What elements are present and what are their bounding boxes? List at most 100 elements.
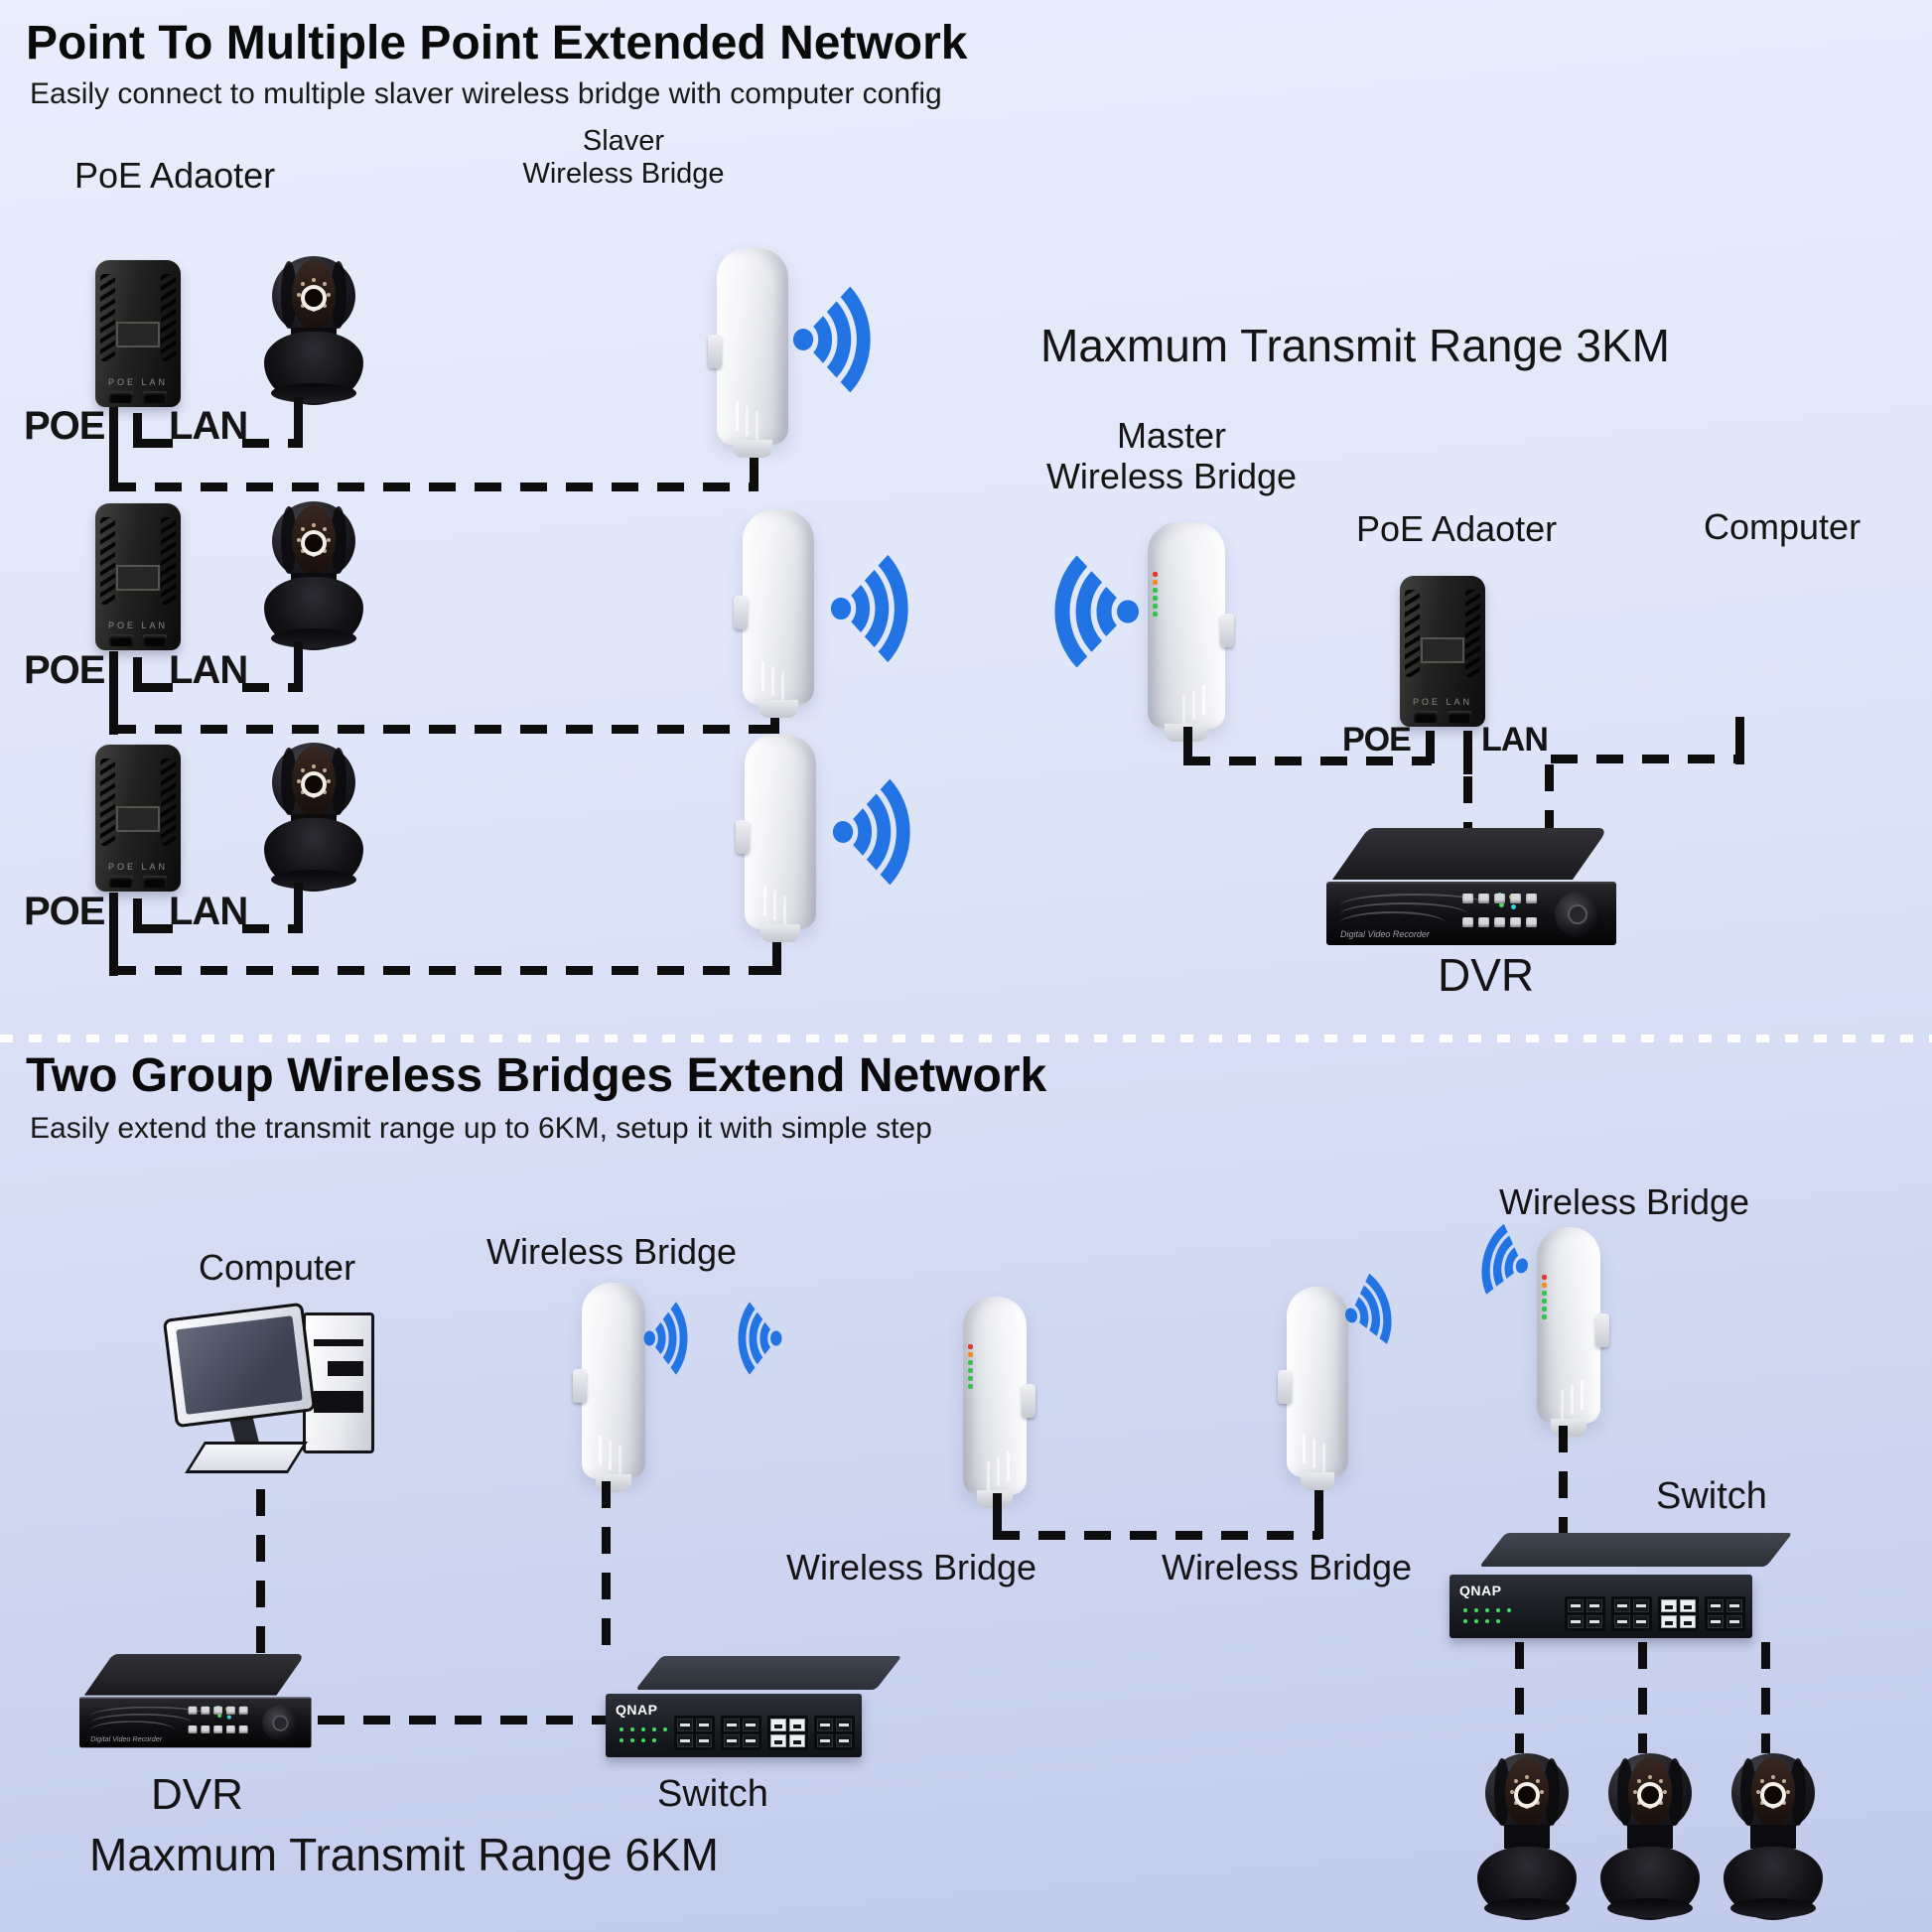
dashed-line xyxy=(1183,757,1432,765)
connector-line xyxy=(1463,731,1472,774)
adapter-label-plate xyxy=(116,322,160,347)
dashed-line xyxy=(1559,1426,1568,1535)
ip-camera-device xyxy=(264,501,363,650)
slaver-wireless-bridge-device xyxy=(734,510,814,718)
dashed-line xyxy=(256,1489,265,1668)
wifi-signal-icon xyxy=(1345,1273,1392,1344)
pc-monitor xyxy=(162,1302,317,1429)
label-poe-row2: POE xyxy=(24,648,105,692)
label-lan-row1: LAN xyxy=(169,404,248,448)
wifi-signal-icon xyxy=(792,286,871,393)
dashed-line xyxy=(318,1716,606,1725)
adapter-port-text: POE LAN xyxy=(107,377,168,387)
dashed-line xyxy=(993,1531,1320,1540)
connector-line xyxy=(750,443,759,491)
section1-subtitle: Easily connect to multiple slaver wirele… xyxy=(30,77,942,110)
dashed-line xyxy=(1761,1642,1770,1753)
label-master-line2: Wireless Bridge xyxy=(1045,456,1298,497)
camera-head xyxy=(272,256,355,336)
label-slaver-wireless-bridge: Slaver Wireless Bridge xyxy=(465,125,782,192)
ip-camera-device xyxy=(264,743,363,892)
label-poe-row1: POE xyxy=(24,404,105,448)
poe-adapter-device: POE LAN xyxy=(95,745,181,892)
wireless-bridge-device xyxy=(963,1297,1027,1495)
connector-line xyxy=(294,883,303,933)
dashed-line xyxy=(109,966,780,975)
connector-line xyxy=(133,924,173,933)
adapter-ports xyxy=(95,391,181,403)
label-lan-row2: LAN xyxy=(169,648,248,692)
label-wireless-bridge-1: Wireless Bridge xyxy=(486,1231,738,1272)
ip-camera-device xyxy=(1600,1753,1700,1920)
label-dvr-top: DVR xyxy=(1438,949,1535,1001)
label-wireless-bridge-3: Wireless Bridge xyxy=(1162,1547,1413,1587)
dvr-device: Digital Video Recorder xyxy=(1326,828,1616,945)
label-wireless-bridge-2: Wireless Bridge xyxy=(786,1547,1037,1587)
connector-line xyxy=(1735,717,1744,764)
label-poe-right: POE xyxy=(1342,721,1412,759)
label-master-wireless-bridge: Master Wireless Bridge xyxy=(1013,415,1330,497)
connector-line xyxy=(109,407,118,490)
connector-line xyxy=(133,683,173,692)
pc-tower xyxy=(303,1312,374,1453)
dashed-line xyxy=(1551,755,1739,763)
label-lan-row3: LAN xyxy=(169,890,248,933)
dashed-line xyxy=(1638,1642,1647,1753)
switch-device: QNAP xyxy=(1449,1533,1793,1638)
dashed-line xyxy=(242,439,294,448)
label-master-line1: Master xyxy=(1116,415,1227,456)
section2-title: Two Group Wireless Bridges Extend Networ… xyxy=(26,1049,1047,1102)
ip-camera-device xyxy=(1477,1753,1577,1920)
dvr-device: Digital Video Recorder xyxy=(79,1654,312,1748)
label-range-3km: Maxmum Transmit Range 3KM xyxy=(1040,320,1670,371)
wifi-signal-icon xyxy=(643,1302,688,1375)
wireless-bridge-device xyxy=(1537,1227,1600,1424)
connector-line xyxy=(294,641,303,692)
connector-line xyxy=(133,898,142,928)
label-poe-row3: POE xyxy=(24,890,105,933)
connector-line xyxy=(1183,727,1192,764)
wifi-signal-icon xyxy=(1054,555,1139,668)
section1-title: Point To Multiple Point Extended Network xyxy=(26,17,968,69)
switch-brand: QNAP xyxy=(616,1702,658,1718)
connector-line xyxy=(109,651,118,735)
computer-device xyxy=(162,1302,380,1482)
ip-camera-device xyxy=(264,256,363,405)
master-wireless-bridge-device xyxy=(1148,522,1225,729)
pc-keyboard xyxy=(185,1442,308,1473)
label-lan-right: LAN xyxy=(1481,721,1549,759)
wifi-signal-icon xyxy=(738,1302,782,1375)
section-divider xyxy=(0,1035,1932,1042)
poe-adapter-device: POE LAN xyxy=(95,260,181,407)
connector-line xyxy=(772,929,781,975)
wireless-bridge-device xyxy=(1278,1287,1348,1490)
connector-line xyxy=(109,893,118,976)
vent-right xyxy=(161,274,176,361)
label-computer-top: Computer xyxy=(1704,506,1862,547)
switch-device: QNAP xyxy=(606,1656,902,1757)
section2-subtitle: Easily extend the transmit range up to 6… xyxy=(30,1112,932,1145)
vent-left xyxy=(100,274,115,361)
label-dvr-bottom: DVR xyxy=(151,1770,243,1819)
camera-lens xyxy=(301,285,327,311)
connector-line xyxy=(1314,1475,1323,1539)
poe-adapter-device: POE LAN xyxy=(1400,576,1485,727)
dashed-line xyxy=(242,683,294,692)
wifi-signal-icon xyxy=(1481,1223,1528,1295)
connector-line xyxy=(133,413,142,443)
dashed-line xyxy=(1463,776,1472,830)
connector-line xyxy=(133,439,173,448)
label-range-6km: Maxmum Transmit Range 6KM xyxy=(89,1829,719,1880)
connector-line xyxy=(133,657,142,687)
label-switch-left: Switch xyxy=(657,1773,768,1815)
dashed-line xyxy=(1545,764,1554,830)
label-computer-bottom: Computer xyxy=(199,1247,356,1288)
slaver-wireless-bridge-device xyxy=(736,735,816,942)
label-wireless-bridge-4: Wireless Bridge xyxy=(1499,1181,1750,1222)
dashed-line xyxy=(242,924,294,933)
wireless-bridge-device xyxy=(573,1283,645,1492)
slaver-wireless-bridge-device xyxy=(708,248,788,458)
wifi-signal-icon xyxy=(830,554,908,663)
dvr-front-text: Digital Video Recorder xyxy=(1340,929,1430,939)
connector-line xyxy=(294,397,303,448)
